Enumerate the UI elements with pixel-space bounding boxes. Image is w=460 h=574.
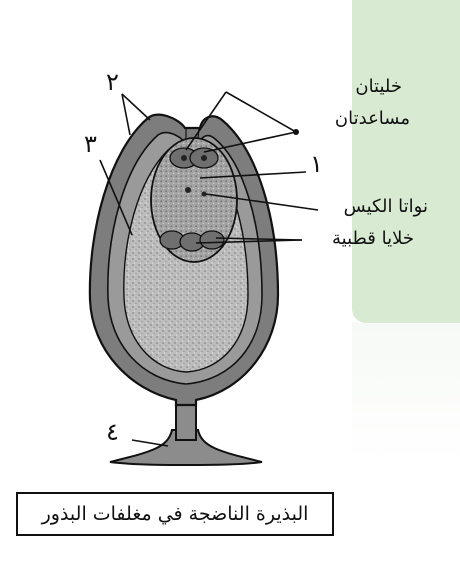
figure-caption: البذيرة الناضجة في مغلفات البذور [16,492,334,536]
label-polar-cells: خلايا قطبية [332,230,414,248]
number-3: ٣ [84,132,97,156]
label-synergids-line2: مساعدتان [335,110,410,128]
sac-nucleus [185,187,191,193]
polar-cell [200,231,224,249]
number-2: ٢ [106,70,119,94]
label-synergids-line1: خليتان [355,78,402,96]
number-4: ٤ [106,420,119,444]
sac-nucleus [202,192,207,197]
label-sac-nuclei: نواتا الكيس [344,198,428,216]
number-1: ١ [310,152,323,176]
